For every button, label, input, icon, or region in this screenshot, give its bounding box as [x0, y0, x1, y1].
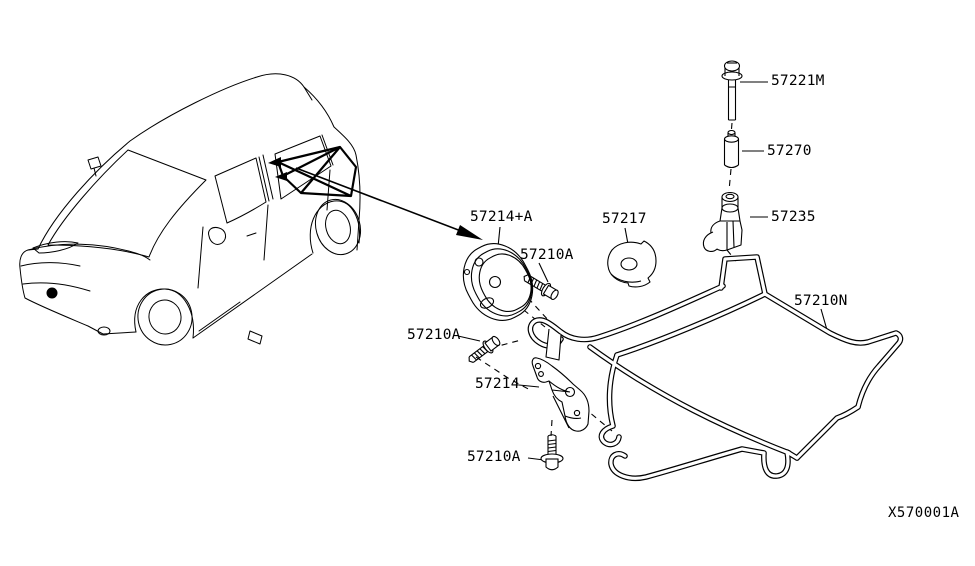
diagram-code: X570001A: [888, 505, 960, 521]
part-drawing-57221m-bolt: [721, 60, 743, 121]
part-drawing-57235-bumper: [702, 191, 743, 252]
location-arrow: [295, 167, 483, 240]
part-label-57235[interactable]: 57235: [771, 209, 816, 225]
part-label-57210a-bottom[interactable]: 57210A: [467, 449, 521, 465]
part-label-57214-plus-a[interactable]: 57214+A: [470, 209, 533, 225]
brand-emblem: [46, 287, 58, 299]
part-label-57217[interactable]: 57217: [602, 211, 647, 227]
highlight-arrowhead-left: [268, 157, 281, 167]
part-drawing-57210a-bolt-upper: [523, 274, 559, 300]
part-label-57210a-upper[interactable]: 57210A: [520, 247, 574, 263]
part-drawing-57210a-bolt-left: [468, 335, 501, 363]
part-label-57210a-left[interactable]: 57210A: [407, 327, 461, 343]
part-drawing-57214a-bracket: [462, 243, 534, 321]
part-drawing-57214-bracket: [531, 357, 590, 432]
part-label-57214[interactable]: 57214: [475, 376, 520, 392]
part-drawing-57210n-frame: [527, 254, 904, 482]
part-drawing-57217-washer: [607, 240, 657, 288]
part-label-57221m[interactable]: 57221M: [771, 73, 825, 89]
highlight-arrowhead-left2: [275, 172, 287, 181]
part-drawing-57210a-bolt-bottom: [540, 434, 564, 471]
part-label-57270[interactable]: 57270: [767, 143, 812, 159]
part-drawing-57270-spacer: [723, 129, 740, 169]
part-label-57210n[interactable]: 57210N: [794, 293, 848, 309]
vehicle-outline: [19, 73, 362, 346]
target-location-highlight: [276, 145, 358, 198]
